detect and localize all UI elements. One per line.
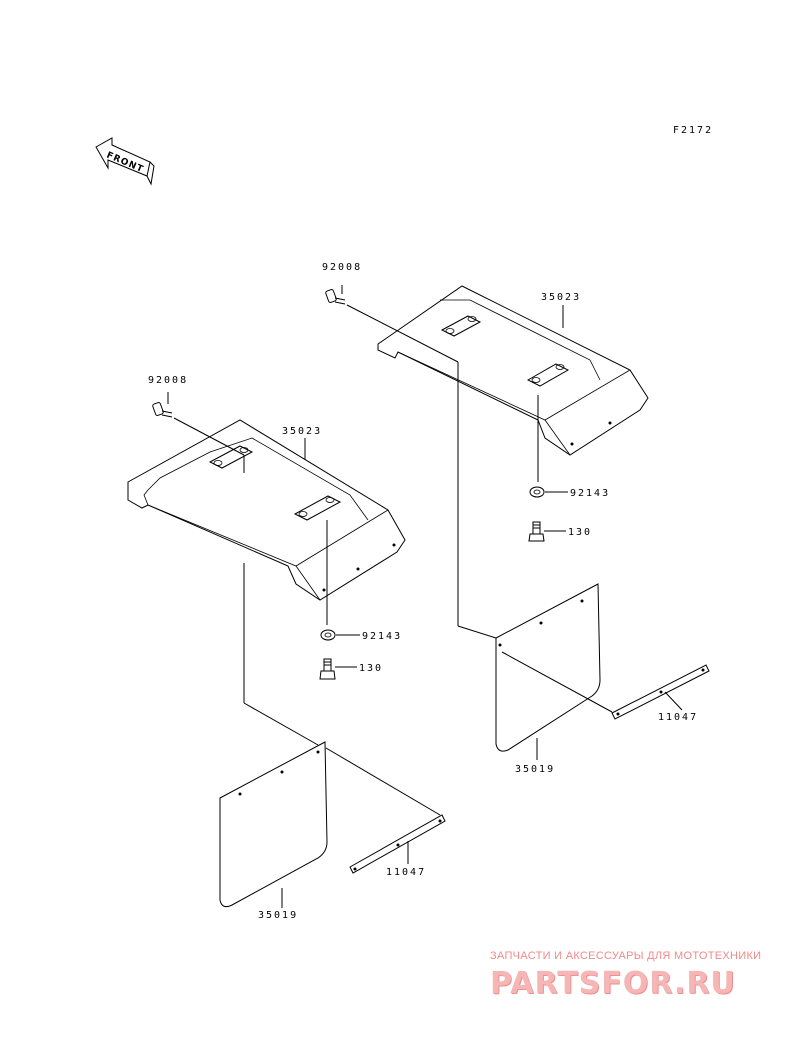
plate-upper bbox=[611, 664, 710, 720]
label-washer-upper: 92143 bbox=[570, 488, 610, 499]
figure-id: F2172 bbox=[673, 125, 713, 136]
leader-flap-lower-plate bbox=[325, 747, 441, 816]
label-washer-lower: 92143 bbox=[362, 631, 402, 642]
leader-flap-upper-plate bbox=[501, 651, 613, 713]
flap-upper bbox=[495, 583, 601, 752]
label-screw-upper: 130 bbox=[568, 527, 592, 538]
watermark-tagline: ЗАПЧАСТИ И АКСЕССУАРЫ ДЛЯ МОТОТЕХНИКИ bbox=[490, 950, 762, 962]
leader-upper-flap-corner bbox=[457, 625, 497, 639]
watermark-logo[interactable]: PARTSFOR.RU bbox=[490, 966, 736, 1001]
flap-lower bbox=[219, 741, 328, 908]
label-fender-lower: 35023 bbox=[282, 426, 322, 437]
leader-bolt-lower-path bbox=[173, 417, 245, 456]
label-screw-lower: 130 bbox=[359, 663, 383, 674]
label-flap-upper: 35019 bbox=[515, 764, 555, 775]
label-bolt-upper: 92008 bbox=[322, 262, 362, 273]
label-flap-lower: 35019 bbox=[258, 910, 298, 921]
label-bolt-lower: 92008 bbox=[148, 375, 188, 386]
bolt-lower-icon bbox=[152, 402, 173, 418]
fender-upper bbox=[377, 285, 649, 456]
bolt-upper-icon bbox=[325, 289, 346, 305]
leader-bolt-upper-path bbox=[346, 304, 459, 363]
leader-plate-upper bbox=[664, 691, 683, 711]
label-fender-upper: 35023 bbox=[541, 292, 581, 303]
fender-lower bbox=[127, 419, 406, 601]
plate-lower bbox=[349, 814, 446, 874]
front-arrow-icon: FRONT bbox=[95, 137, 155, 186]
label-plate-lower: 11047 bbox=[386, 867, 426, 878]
washer-upper-icon bbox=[529, 486, 545, 498]
washer-lower-icon bbox=[320, 629, 336, 641]
screw-lower-icon bbox=[319, 658, 336, 680]
label-plate-upper: 11047 bbox=[658, 712, 698, 723]
leader-lower-flap-corner bbox=[243, 702, 319, 746]
screw-upper-icon bbox=[528, 521, 545, 542]
